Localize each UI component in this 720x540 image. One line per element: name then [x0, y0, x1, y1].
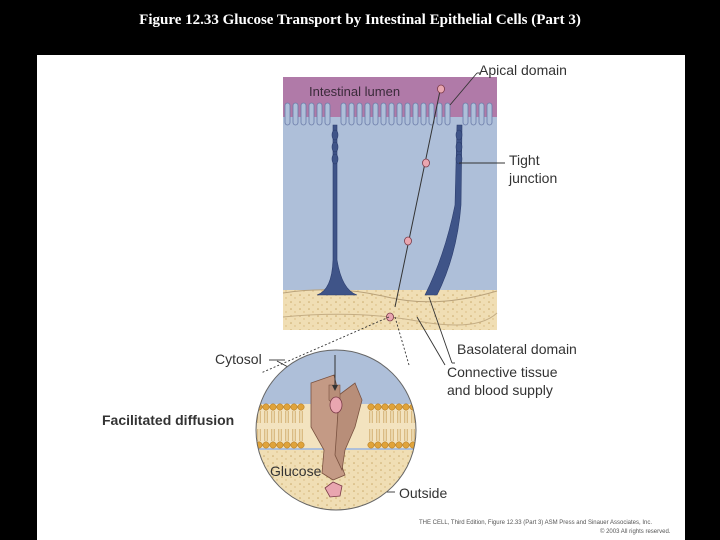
lipid-head	[297, 441, 305, 449]
lipid-head	[402, 403, 410, 411]
slide-title: Figure 12.33 Glucose Transport by Intest…	[139, 12, 581, 28]
lipid-head	[283, 403, 291, 411]
lipid-head	[262, 403, 270, 411]
credit-line-2: © 2003 All rights reserved.	[600, 529, 671, 535]
diagram-graphic	[255, 72, 505, 511]
lipid-head	[276, 403, 284, 411]
lipid-head	[367, 403, 375, 411]
lipid-head	[290, 441, 298, 449]
lipid-head	[374, 403, 382, 411]
glucose-path	[386, 84, 445, 322]
lipid-head	[297, 403, 305, 411]
lipid-head	[381, 441, 389, 449]
magnified-membrane	[255, 349, 417, 511]
label-facilitated-diffusion: Facilitated diffusion	[102, 412, 235, 428]
label-connective-tissue-line2: and blood supply	[447, 382, 553, 398]
glucose-in-transporter	[329, 396, 343, 414]
label-apical-domain: Apical domain	[479, 62, 567, 78]
lipid-head	[269, 441, 277, 449]
label-tight-junction-line2: junction	[509, 170, 558, 186]
lipid-head	[388, 441, 396, 449]
lipid-head	[367, 441, 375, 449]
cytoplasm-region	[283, 117, 497, 303]
lipid-head	[276, 441, 284, 449]
lipid-head	[290, 403, 298, 411]
lipid-head	[381, 403, 389, 411]
lateral-membranes	[316, 124, 463, 296]
epithelium-block	[282, 77, 498, 330]
lipid-head	[395, 403, 403, 411]
label-outside: Outside	[399, 485, 448, 501]
microvilli	[284, 102, 493, 126]
label-glucose: Glucose	[270, 463, 322, 479]
lipid-head	[262, 441, 270, 449]
magnification-lines	[260, 316, 410, 374]
credit-line-1: THE CELL, Third Edition, Figure 12.33 (P…	[419, 520, 652, 526]
figure-panel: Intestinal lumen Apical domain Tight jun…	[37, 55, 685, 540]
lipid-head	[388, 403, 396, 411]
label-intestinal-lumen: Intestinal lumen	[309, 84, 401, 99]
lipid-head	[283, 441, 291, 449]
label-connective-tissue-line1: Connective tissue	[447, 364, 558, 380]
lipid-head	[395, 441, 403, 449]
glucose-molecule	[324, 481, 343, 498]
lipid-head	[374, 441, 382, 449]
lipid-head	[402, 441, 410, 449]
lipid-head	[269, 403, 277, 411]
label-cytosol: Cytosol	[215, 351, 262, 367]
label-tight-junction-line1: Tight	[509, 152, 540, 168]
label-basolateral-domain: Basolateral domain	[457, 341, 577, 357]
